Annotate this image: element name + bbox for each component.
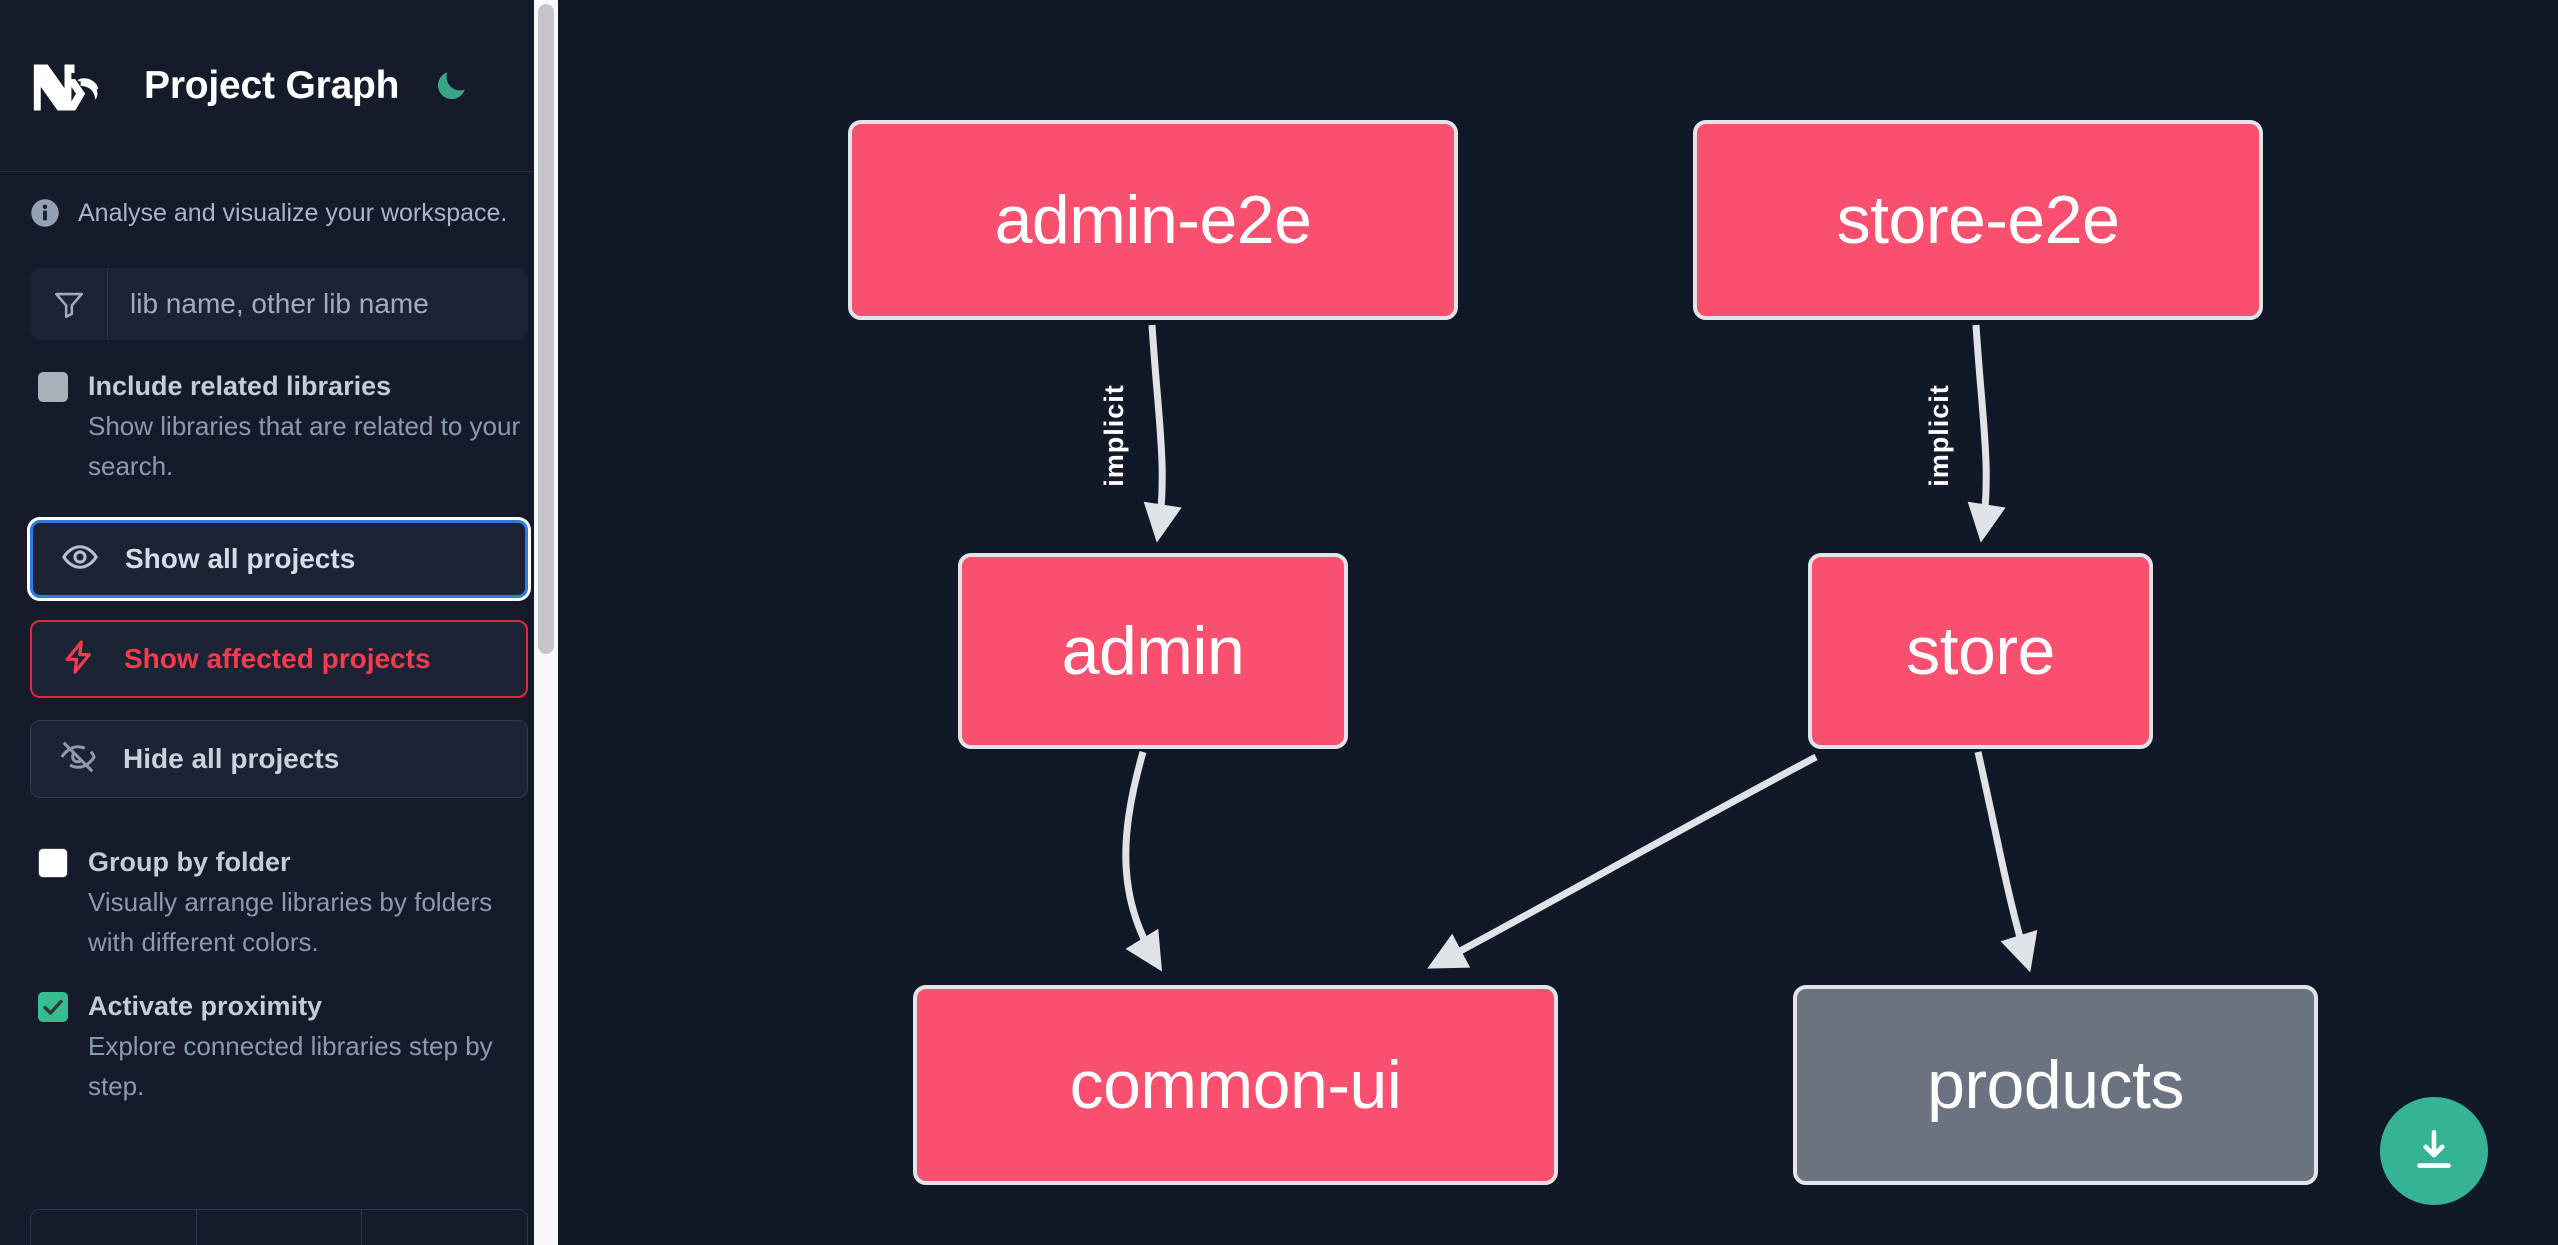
graph-edges (1122, 324, 2038, 973)
download-icon (2417, 1129, 2451, 1168)
include-related-libraries-checkbox[interactable] (38, 372, 68, 402)
segment-2[interactable] (197, 1210, 363, 1245)
edge-store-e2e-to-store (1967, 324, 2006, 543)
moon-icon[interactable] (429, 64, 473, 108)
group-by-folder-label: Group by folder (88, 847, 291, 877)
edge-store-to-products (1974, 751, 2038, 973)
show-all-projects-button[interactable]: Show all projects (30, 520, 528, 598)
checkbox-group-by-folder[interactable]: Group by folder Visually arrange librari… (0, 820, 558, 962)
edge-store-to-common-ui (1427, 753, 1818, 969)
sidebar-header: Project Graph (0, 0, 558, 172)
graph-node-label: products (1927, 1047, 2184, 1123)
show-all-projects-label: Show all projects (125, 543, 356, 574)
segment-3[interactable] (362, 1210, 527, 1245)
show-affected-projects-label: Show affected projects (124, 643, 431, 674)
edge-admin-to-common-ui (1122, 751, 1163, 972)
graph-node-store[interactable]: store (1808, 553, 2153, 749)
activate-proximity-description: Explore connected libraries step by step… (88, 1031, 493, 1101)
graph-node-label: admin-e2e (994, 182, 1312, 258)
page-title: Project Graph (144, 63, 400, 107)
graph-node-label: admin (1061, 613, 1245, 689)
edge-admin-e2e-to-admin (1143, 324, 1182, 543)
activate-proximity-checkbox[interactable] (38, 992, 68, 1022)
project-visibility-buttons: Show all projects Show affected projects (0, 486, 558, 798)
info-icon (30, 198, 60, 228)
search-field[interactable] (30, 268, 528, 340)
download-image-button[interactable] (2380, 1097, 2488, 1205)
graph-node-label: common-ui (1069, 1047, 1402, 1123)
filter-icon (30, 268, 108, 340)
graph-node-admin[interactable]: admin (958, 553, 1348, 749)
sidebar-scrollbar-thumb[interactable] (538, 4, 554, 654)
bottom-segmented-control[interactable] (30, 1209, 528, 1245)
graph-node-label: store (1906, 613, 2055, 689)
checkbox-activate-proximity[interactable]: Activate proximity Explore connected lib… (0, 962, 558, 1106)
hide-all-projects-label: Hide all projects (123, 743, 340, 774)
sidebar: Project Graph Analyse and visualize your… (0, 0, 558, 1245)
group-by-folder-checkbox[interactable] (38, 848, 68, 878)
graph-node-admin-e2e[interactable]: admin-e2e (848, 120, 1458, 320)
graph-node-common-ui[interactable]: common-ui (913, 985, 1558, 1185)
graph-node-label: store-e2e (1836, 182, 2120, 258)
sidebar-scrollbar[interactable] (534, 0, 558, 1245)
sidebar-info-text: Analyse and visualize your workspace. (78, 198, 508, 227)
show-affected-projects-button[interactable]: Show affected projects (30, 620, 528, 698)
activate-proximity-label: Activate proximity (88, 991, 323, 1021)
eye-icon (61, 538, 99, 581)
checkbox-include-related-libraries[interactable]: Include related libraries Show libraries… (0, 340, 558, 486)
lightning-icon (60, 638, 98, 681)
include-related-libraries-label: Include related libraries (88, 371, 392, 401)
nx-logo-icon (30, 55, 122, 117)
sidebar-info: Analyse and visualize your workspace. (0, 172, 558, 246)
graph-node-products[interactable]: products (1793, 985, 2318, 1185)
search-input[interactable] (108, 268, 528, 340)
group-by-folder-description: Visually arrange libraries by folders wi… (88, 887, 493, 957)
segment-1[interactable] (31, 1210, 197, 1245)
check-icon (43, 999, 63, 1015)
eye-off-icon (59, 738, 97, 781)
graph-canvas[interactable]: admin-e2e store-e2e admin store common-u… (558, 0, 2558, 1245)
hide-all-projects-button[interactable]: Hide all projects (30, 720, 528, 798)
graph-node-store-e2e[interactable]: store-e2e (1693, 120, 2263, 320)
include-related-libraries-description: Show libraries that are related to your … (88, 411, 521, 481)
